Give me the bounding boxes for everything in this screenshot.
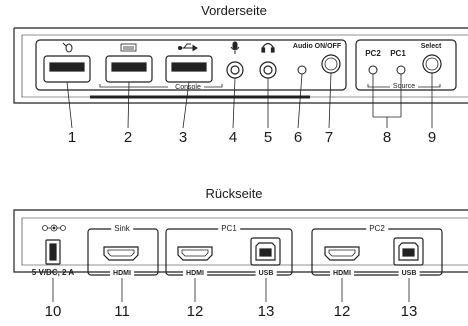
pc1-led xyxy=(396,65,406,75)
pc1-usb-label: USB xyxy=(255,270,277,277)
front-usb-port-2 xyxy=(105,55,153,83)
sink-group-label: Sink xyxy=(111,224,133,233)
sink-hdmi-port xyxy=(103,246,139,261)
callout-7: 7 xyxy=(324,129,334,146)
mouse-icon xyxy=(62,42,73,53)
pc1-hdmi-label: HDMI xyxy=(183,270,207,277)
front-usb-port-1 xyxy=(43,55,91,83)
callout-5: 5 xyxy=(263,129,273,146)
audio-on-off-label: Audio ON/OFF xyxy=(292,43,342,50)
sink-hdmi-label: HDMI xyxy=(110,270,134,277)
callout-3: 3 xyxy=(178,129,188,146)
callout-12-pc1: 12 xyxy=(186,303,204,320)
pc2-led xyxy=(368,65,378,75)
console-bracket xyxy=(99,84,223,88)
select-label: Select xyxy=(420,43,442,50)
pc1-hdmi-port xyxy=(177,246,213,261)
callout-13-pc1: 13 xyxy=(257,303,275,320)
front-panel xyxy=(13,27,468,104)
microphone-jack xyxy=(226,61,244,79)
source-select-button xyxy=(422,54,442,74)
rear-callout-lines xyxy=(52,278,410,302)
callout-1: 1 xyxy=(67,129,77,146)
dc-power-jack xyxy=(45,239,61,265)
front-view-title: Vorderseite xyxy=(201,3,267,18)
callout-4: 4 xyxy=(228,129,238,146)
pc2-group-label: PC2 xyxy=(366,224,388,233)
callout-2: 2 xyxy=(123,129,133,146)
rear-view-title: Rückseite xyxy=(205,186,263,201)
callout-9: 9 xyxy=(427,129,437,146)
callout-6: 6 xyxy=(293,129,303,146)
pc2-usb-b-port xyxy=(393,237,424,266)
callout-11: 11 xyxy=(114,303,130,320)
source-label: Source xyxy=(392,83,416,90)
callout-13-pc2: 13 xyxy=(400,303,418,320)
audio-led xyxy=(297,65,307,75)
pc2-label: PC2 xyxy=(365,49,381,58)
audio-on-off-button xyxy=(321,54,341,74)
pc2-usb-label: USB xyxy=(398,270,420,277)
pc1-label: PC1 xyxy=(390,49,406,58)
dc-polarity-icon xyxy=(42,224,66,232)
usb-icon xyxy=(178,43,198,52)
headphone-icon xyxy=(261,42,275,53)
callout-12-pc2: 12 xyxy=(333,303,351,320)
front-usb-port-3 xyxy=(165,55,213,83)
callout-8: 8 xyxy=(382,129,392,146)
source-bracket xyxy=(367,84,441,88)
keyboard-icon xyxy=(120,43,137,52)
power-rating-label: 5 V/DC, 2 A xyxy=(31,268,75,277)
callout-10: 10 xyxy=(44,303,62,320)
front-callout-lines xyxy=(66,72,433,129)
headphone-jack xyxy=(259,61,277,79)
pc1-group-label: PC1 xyxy=(218,224,240,233)
pc1-usb-b-port xyxy=(250,237,281,266)
console-label: Console xyxy=(175,84,201,91)
pc2-hdmi-port xyxy=(324,246,360,261)
microphone-icon xyxy=(230,41,240,54)
pc2-hdmi-label: HDMI xyxy=(330,270,354,277)
